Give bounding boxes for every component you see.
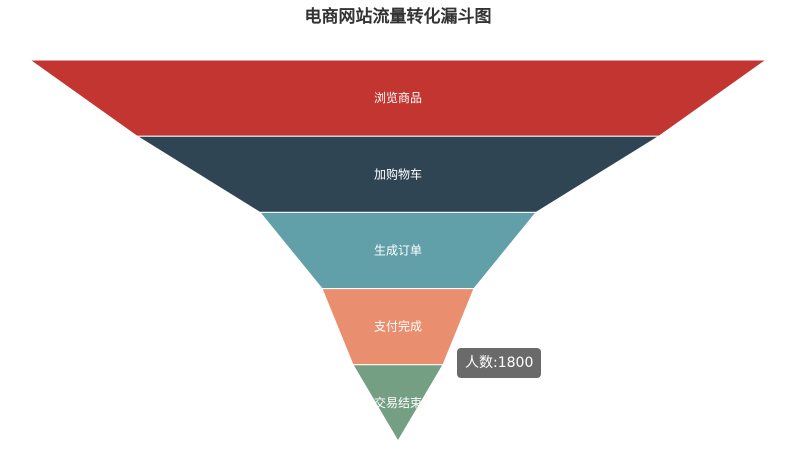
chart-tooltip: 人数:1800 bbox=[457, 348, 542, 378]
funnel-stage-5[interactable] bbox=[352, 364, 444, 442]
funnel-stage-label-4: 支付完成 bbox=[374, 319, 422, 334]
funnel-stage-label-2: 加购物车 bbox=[374, 166, 422, 181]
chart-title: 电商网站流量转化漏斗图 bbox=[304, 7, 492, 27]
funnel-stage-label-5: 交易结束 bbox=[374, 395, 422, 410]
funnel-stage-label-3: 生成订单 bbox=[374, 244, 422, 258]
funnel-stage-label-1: 浏览商品 bbox=[374, 90, 422, 105]
